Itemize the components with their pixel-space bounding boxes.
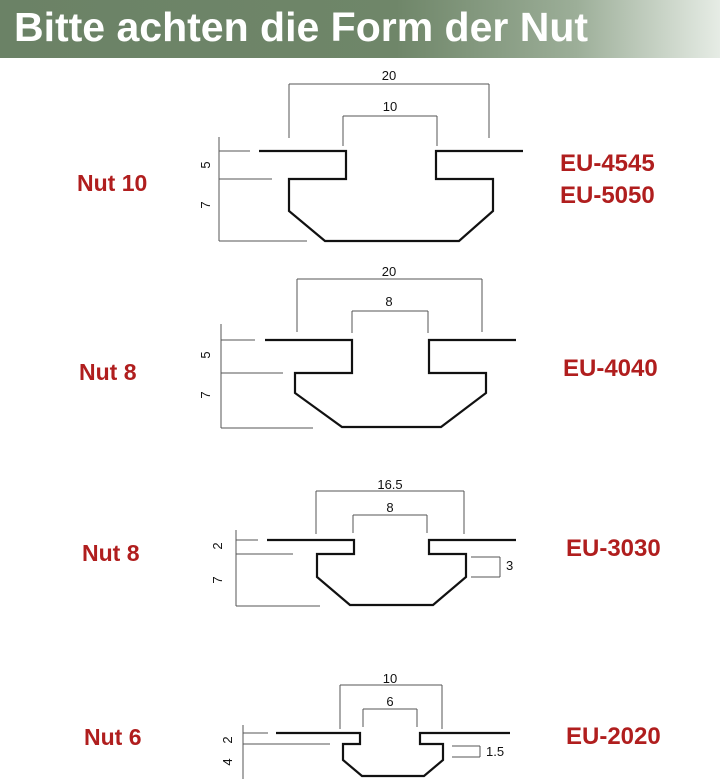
dim-top-height: 2 (210, 542, 225, 549)
dim-outer-width: 16.5 (377, 477, 402, 492)
dim-bottom-height: 7 (198, 201, 213, 208)
dim-top-height: 2 (220, 736, 235, 743)
eu-label-4040: EU-4040 (563, 355, 658, 382)
dim-bottom-height: 7 (198, 391, 213, 398)
dim-slot-width: 6 (386, 694, 393, 709)
nut-label-1: Nut 10 (77, 170, 148, 196)
page-title: Bitte achten die Form der Nut (14, 4, 589, 50)
nut-label-2: Nut 8 (79, 359, 137, 385)
dim-slot-width: 10 (383, 99, 397, 114)
dim-side-depth: 1.5 (486, 744, 504, 759)
dim-outer-width: 10 (383, 671, 397, 686)
eu-label-5050: EU-5050 (560, 182, 655, 209)
dim-slot-width: 8 (385, 294, 392, 309)
dim-top-height: 5 (198, 161, 213, 168)
profile-drawing-nut8-4040: 20 8 5 7 (198, 264, 516, 429)
eu-label-4545: EU-4545 (560, 150, 655, 177)
dim-bottom-height: 4 (220, 758, 235, 765)
dim-side-depth: 3 (506, 558, 513, 573)
dim-outer-width: 20 (382, 264, 396, 279)
dim-top-height: 5 (198, 351, 213, 358)
profile-drawing-nut10: 20 10 5 7 (198, 68, 523, 243)
nut-label-3: Nut 8 (82, 540, 140, 566)
header-banner: Bitte achten die Form der Nut (0, 0, 720, 58)
eu-label-3030: EU-3030 (566, 535, 661, 562)
dim-outer-width: 20 (382, 68, 396, 83)
dim-slot-width: 8 (386, 500, 393, 515)
dim-bottom-height: 7 (210, 576, 225, 583)
nut-label-4: Nut 6 (84, 724, 142, 750)
eu-label-2020: EU-2020 (566, 723, 661, 750)
profile-drawing-nut6-2020: 10 6 2 4 1.5 (220, 671, 510, 779)
profile-drawing-nut8-3030: 16.5 8 2 7 3 (210, 477, 516, 607)
